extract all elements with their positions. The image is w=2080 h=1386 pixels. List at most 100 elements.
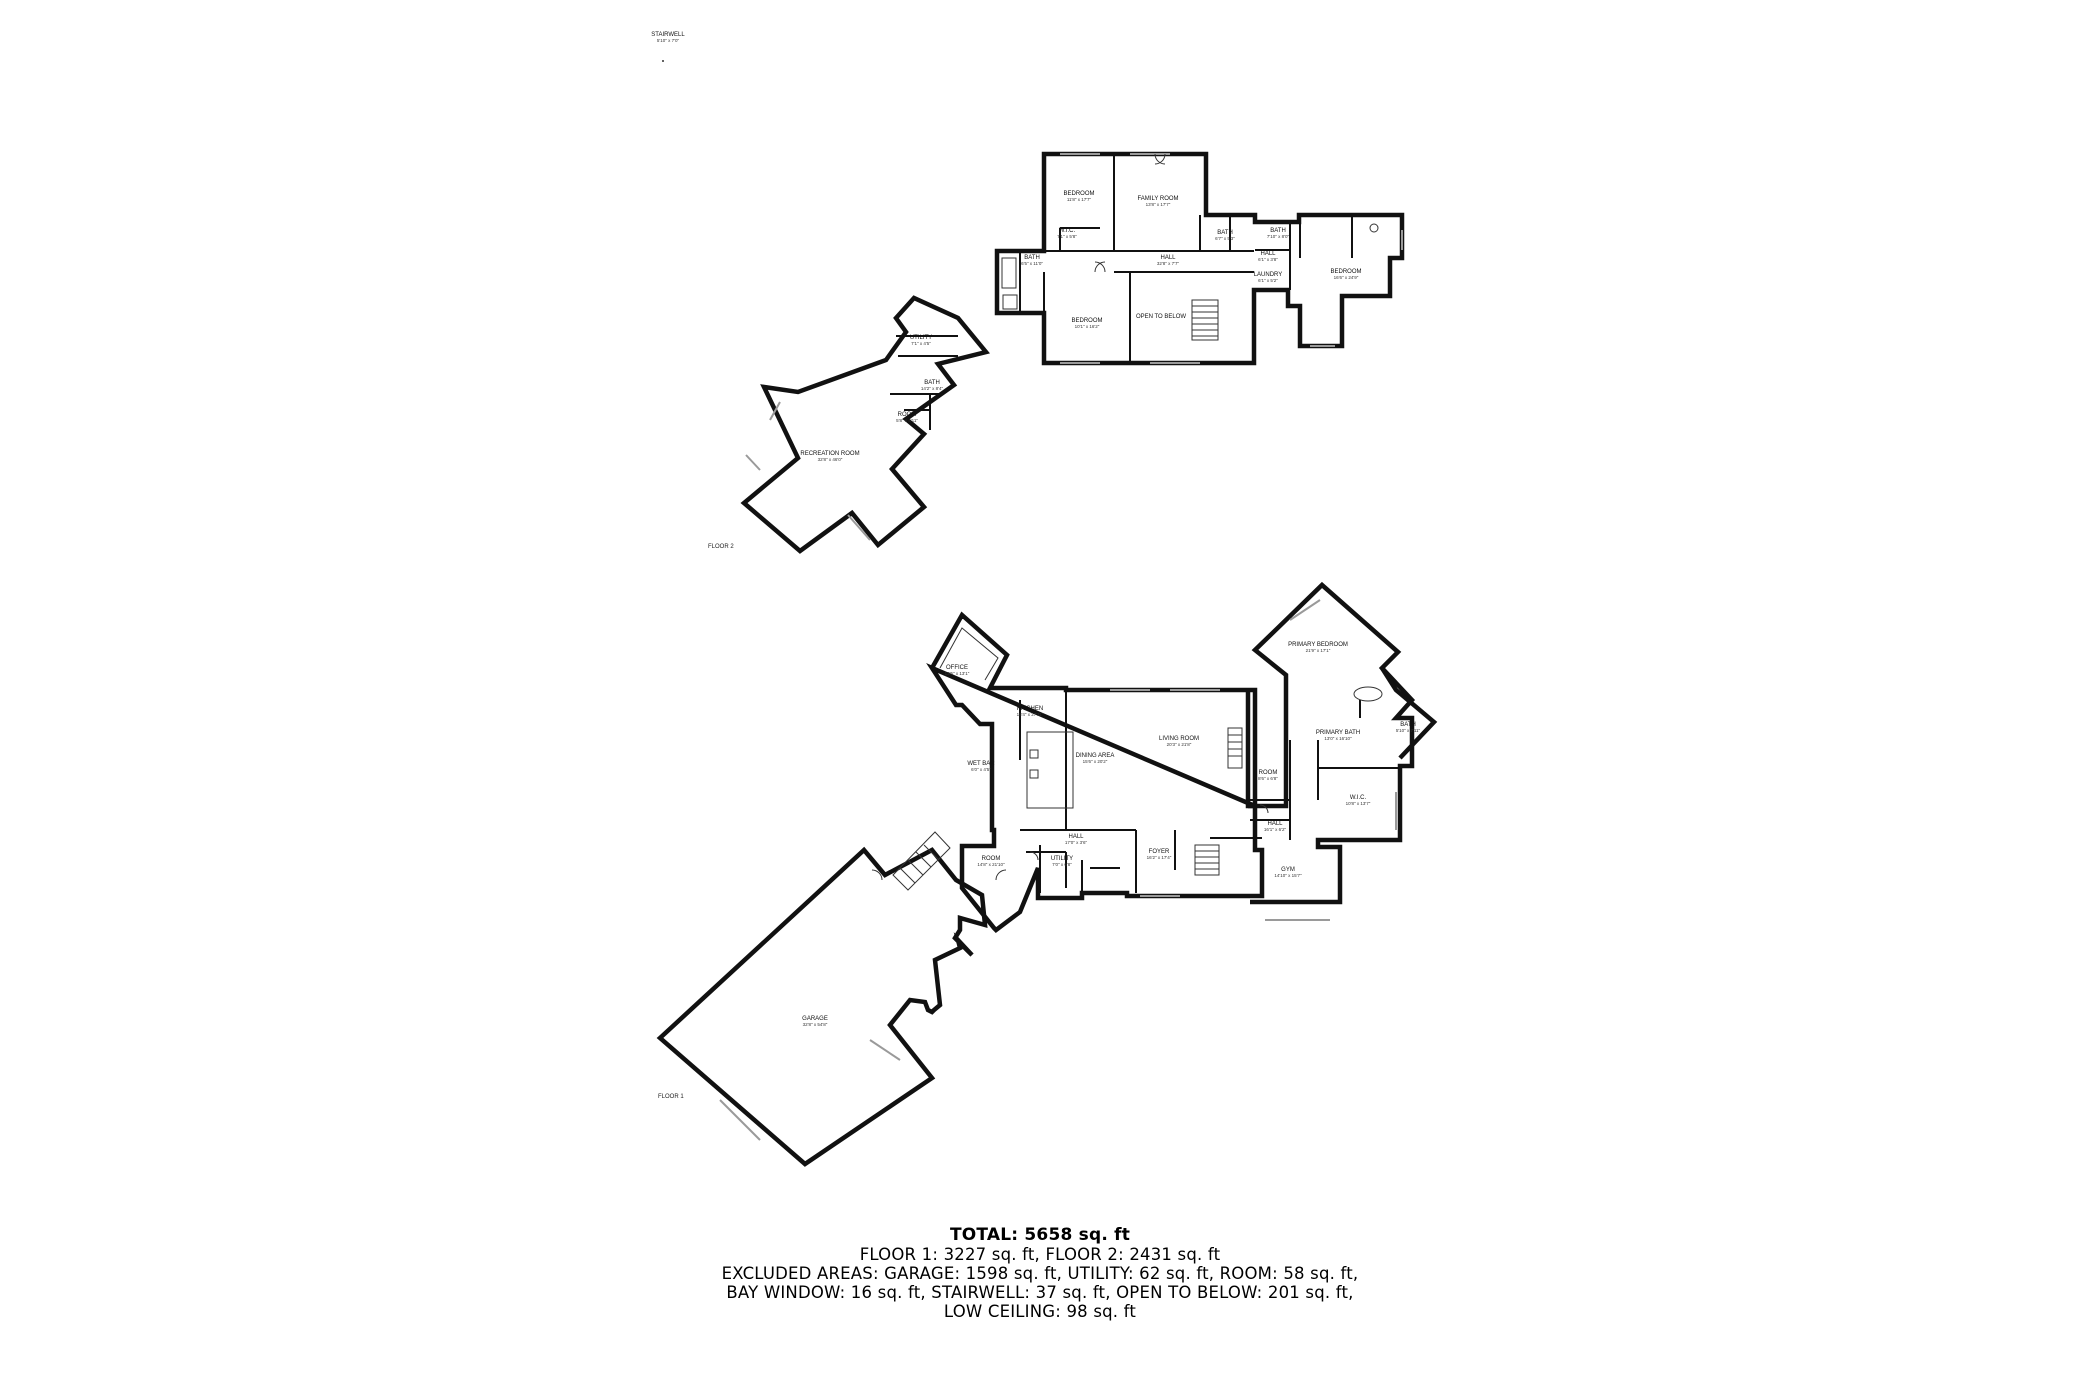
floor-2-plan: BEDROOM 11'8" x 17'7" FAMILY ROOM 13'8" … (994, 151, 1405, 366)
room-label: BEDROOM (1063, 191, 1094, 197)
room-dim: 14'2" x 8'4" (921, 386, 944, 391)
room-label: PRIMARY BATH (1316, 730, 1360, 736)
room-label: BATH (1400, 722, 1416, 728)
room-dim: 14'8" x 21'10" (977, 862, 1005, 867)
room-dim: 6'7" x 5'3" (1215, 236, 1235, 241)
floor-2-label: FLOOR 2 (708, 544, 734, 550)
area-summary: TOTAL: 5658 sq. ft FLOOR 1: 3227 sq. ft,… (0, 1225, 2080, 1322)
floor-2-exterior-wall (994, 151, 1405, 366)
room-label: ROOM (898, 412, 917, 418)
room-label: OFFICE (946, 665, 968, 671)
total-area: TOTAL: 5658 sq. ft (949, 1225, 1131, 1245)
room-label: LAUNDRY (1254, 272, 1283, 278)
cooktop-fixture (1029, 769, 1039, 779)
shower-fixture (1002, 294, 1018, 310)
room-label: WET BAR (967, 761, 995, 767)
room-label: KITCHEN (1017, 706, 1043, 712)
excluded-areas-line-3: LOW CEILING: 98 sq. ft (943, 1302, 1137, 1321)
garage-wall (656, 846, 988, 1167)
stairs-floor1 (1194, 844, 1220, 876)
room-dim: 6'5" x 11'0" (1021, 261, 1043, 266)
fireplace (1227, 727, 1243, 769)
excluded-areas-line-1: EXCLUDED AREAS: GARAGE: 1598 sq. ft, UTI… (721, 1264, 1359, 1283)
floor-2-doors (1094, 153, 1166, 273)
toilet-fixture (1369, 223, 1379, 233)
room-label: OPEN TO BELOW (1136, 314, 1186, 320)
recreation-wing-wall (740, 295, 991, 554)
room-label: BATH (1217, 230, 1233, 236)
tub-fixture (1001, 257, 1017, 289)
room-label: ROOM (1259, 770, 1278, 776)
floor-2-recreation-wing: UTILITY 7'1" x 4'5" BATH 14'2" x 8'4" RO… (740, 295, 991, 554)
room-dim: 20'3" x 21'8" (1167, 742, 1192, 747)
stairwell-label: STAIRWELL (651, 32, 685, 38)
sink-fixture (1029, 749, 1039, 759)
excluded-areas-line-2: BAY WINDOW: 16 sq. ft, STAIRWELL: 37 sq.… (726, 1283, 1354, 1302)
room-dim: 13'8" x 17'7" (1146, 202, 1171, 207)
floor-1-interior-walls (991, 690, 1400, 893)
room-label: BEDROOM (1071, 318, 1102, 324)
stair-treads-floor1 (1195, 850, 1219, 870)
room-dim: 8'6" x 6'8" (1258, 776, 1278, 781)
room-label: UTILITY (1051, 856, 1073, 862)
floor-1-doors (871, 804, 1269, 881)
room-dim: 32'8" x 46'0" (818, 457, 843, 462)
room-dim: 18'4" x 27'11" (1017, 712, 1044, 717)
recreation-wing-windows (745, 401, 871, 541)
room-dim: 6'0" x 4'5" (971, 767, 991, 772)
room-label: UTILITY (910, 335, 932, 341)
room-dim: 7'1" x 5'8" (1057, 234, 1077, 239)
room-dim: 32'8" x 54'8" (803, 1022, 828, 1027)
room-label: BEDROOM (1330, 269, 1361, 275)
room-dim: 11'8" x 17'7" (1067, 197, 1092, 202)
room-label: LIVING ROOM (1159, 736, 1199, 742)
room-label: ROOM (982, 856, 1001, 862)
room-dim: 13'5" x 13'1" (945, 671, 970, 676)
room-label: W.I.C. (1059, 228, 1076, 234)
room-dim: 6'1" x 3'8" (1258, 257, 1278, 262)
room-dim: 14'10" x 15'7" (1274, 873, 1302, 878)
floor-areas: FLOOR 1: 3227 sq. ft, FLOOR 2: 2431 sq. … (859, 1245, 1221, 1264)
room-label: W.I.C. (1350, 795, 1367, 801)
floor-2-windows (1060, 153, 1403, 364)
room-dim: 10'1" x 16'2" (1075, 324, 1100, 329)
room-dim: 7'1" x 4'5" (911, 341, 931, 346)
kitchen-island (1026, 731, 1074, 809)
floor-1-windows (719, 599, 1397, 1141)
room-label: HALL (1267, 821, 1283, 827)
room-label: FOYER (1149, 849, 1170, 855)
floor-2-interior-walls (1019, 154, 1353, 363)
stairwell-dim: 5'10" x 7'0" (657, 38, 680, 43)
room-dim: 16'1" x 6'2" (1264, 827, 1287, 832)
room-label: HALL (1260, 251, 1276, 257)
room-dim: 5'8" x 4'11" (896, 418, 918, 423)
primary-tub (1353, 686, 1383, 702)
garage-stairs (892, 831, 951, 891)
room-dim: 13'0" x 16'10" (1324, 736, 1352, 741)
room-label: BATH (924, 380, 940, 386)
room-label: DINING AREA (1076, 753, 1115, 759)
room-label: GYM (1281, 867, 1295, 873)
room-dim: 10'8" x 13'7" (1346, 801, 1371, 806)
room-label: PRIMARY BEDROOM (1288, 642, 1348, 648)
primary-bath-wall (1380, 666, 1438, 760)
room-dim: 32'8" x 7'7" (1157, 261, 1180, 266)
stair-marker (662, 60, 664, 62)
room-dim: 6'1" x 5'2" (1258, 278, 1278, 283)
room-label: BATH (1024, 255, 1040, 261)
room-label: HALL (1068, 834, 1084, 840)
room-dim: 7'10" x 8'0" (1267, 234, 1290, 239)
room-dim: 7'0" x 6'8" (1052, 862, 1072, 867)
room-dim: 5'10" x 7'11" (1396, 728, 1421, 733)
room-dim: 21'9" x 17'1" (1306, 648, 1331, 653)
room-label: GARAGE (802, 1016, 828, 1022)
room-label: HALL (1160, 255, 1176, 261)
floor-1-main-wall (926, 611, 1265, 933)
room-dim: 17'0" x 3'6" (1065, 840, 1088, 845)
stairs-floor2 (1191, 299, 1219, 341)
stair-treads (1192, 305, 1218, 337)
room-dim: 16'6" x 24'9" (1334, 275, 1359, 280)
recreation-wing-interior (890, 335, 958, 430)
fireplace-hatch (1228, 734, 1242, 757)
